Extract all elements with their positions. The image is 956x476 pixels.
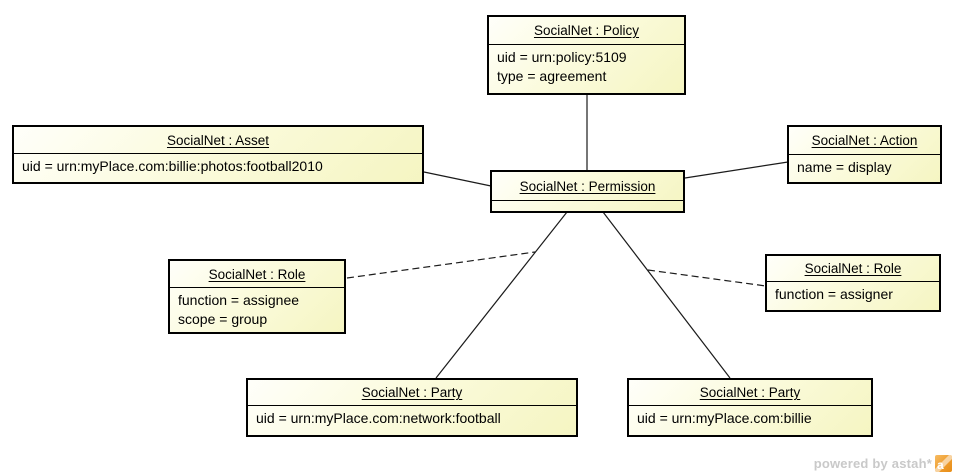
object-attributes-empty — [492, 201, 683, 209]
attribute-line: uid = urn:myPlace.com:billie:photos:foot… — [22, 158, 323, 174]
attribute-line: uid = urn:myPlace.com:network:football — [256, 410, 501, 426]
object-title: SocialNet : Role — [170, 261, 344, 288]
object-title: SocialNet : Role — [767, 256, 939, 282]
object-node-asset[interactable]: SocialNet : Asset uid = urn:myPlace.com:… — [12, 125, 424, 184]
link-role-assignee-attachment — [346, 251, 536, 279]
attribute-line: scope = group — [178, 311, 268, 327]
object-node-action[interactable]: SocialNet : Action name = display — [787, 125, 942, 184]
attribute-line: function = assignee — [178, 292, 300, 308]
attribute-line: type = agreement — [497, 68, 607, 84]
object-node-party-football[interactable]: SocialNet : Party uid = urn:myPlace.com:… — [246, 378, 578, 437]
watermark: powered by astah* a — [814, 455, 952, 472]
object-title-text: SocialNet : Party — [699, 385, 801, 400]
watermark-text: powered by astah* — [813, 456, 932, 471]
object-attributes: uid = urn:myPlace.com:billie — [629, 406, 871, 428]
object-attributes: function = assignee scope = group — [170, 288, 344, 329]
object-title: SocialNet : Permission — [492, 172, 683, 201]
object-attributes: uid = urn:myPlace.com:network:football — [248, 406, 576, 428]
attribute-line: name = display — [797, 159, 892, 175]
attribute-line: uid = urn:policy:5109 — [497, 49, 627, 65]
attribute-line: function = assigner — [775, 286, 893, 302]
object-title: SocialNet : Policy — [489, 17, 684, 45]
object-title: SocialNet : Asset — [14, 127, 422, 154]
object-title-text: SocialNet : Policy — [533, 23, 640, 38]
link-permission-party-football — [435, 211, 568, 379]
object-node-role-assignee[interactable]: SocialNet : Role function = assignee sco… — [168, 259, 346, 334]
object-attributes: uid = urn:policy:5109 type = agreement — [489, 45, 684, 86]
astah-logo-icon: a — [935, 455, 952, 472]
object-title: SocialNet : Party — [248, 380, 576, 406]
link-asset-permission — [423, 171, 492, 187]
object-title-text: SocialNet : Party — [361, 385, 463, 400]
object-title: SocialNet : Action — [789, 127, 940, 155]
object-title-text: SocialNet : Permission — [519, 178, 656, 194]
object-title-text: SocialNet : Asset — [166, 132, 270, 148]
object-attributes: name = display — [789, 155, 940, 177]
object-node-party-billie[interactable]: SocialNet : Party uid = urn:myPlace.com:… — [627, 378, 873, 437]
object-title-text: SocialNet : Role — [804, 261, 902, 276]
astah-logo-letter: a — [937, 458, 944, 472]
link-permission-party-billie — [602, 211, 731, 379]
link-permission-action — [684, 161, 789, 179]
object-title-text: SocialNet : Action — [811, 133, 918, 148]
object-attributes: function = assigner — [767, 282, 939, 304]
link-role-assigner-attachment — [647, 269, 767, 287]
object-title: SocialNet : Party — [629, 380, 871, 406]
attribute-line: uid = urn:myPlace.com:billie — [637, 410, 812, 426]
object-title-text: SocialNet : Role — [208, 266, 306, 282]
object-node-policy[interactable]: SocialNet : Policy uid = urn:policy:5109… — [487, 15, 686, 95]
object-node-permission[interactable]: SocialNet : Permission — [490, 170, 685, 213]
object-node-role-assigner[interactable]: SocialNet : Role function = assigner — [765, 254, 941, 312]
object-attributes: uid = urn:myPlace.com:billie:photos:foot… — [14, 154, 422, 176]
